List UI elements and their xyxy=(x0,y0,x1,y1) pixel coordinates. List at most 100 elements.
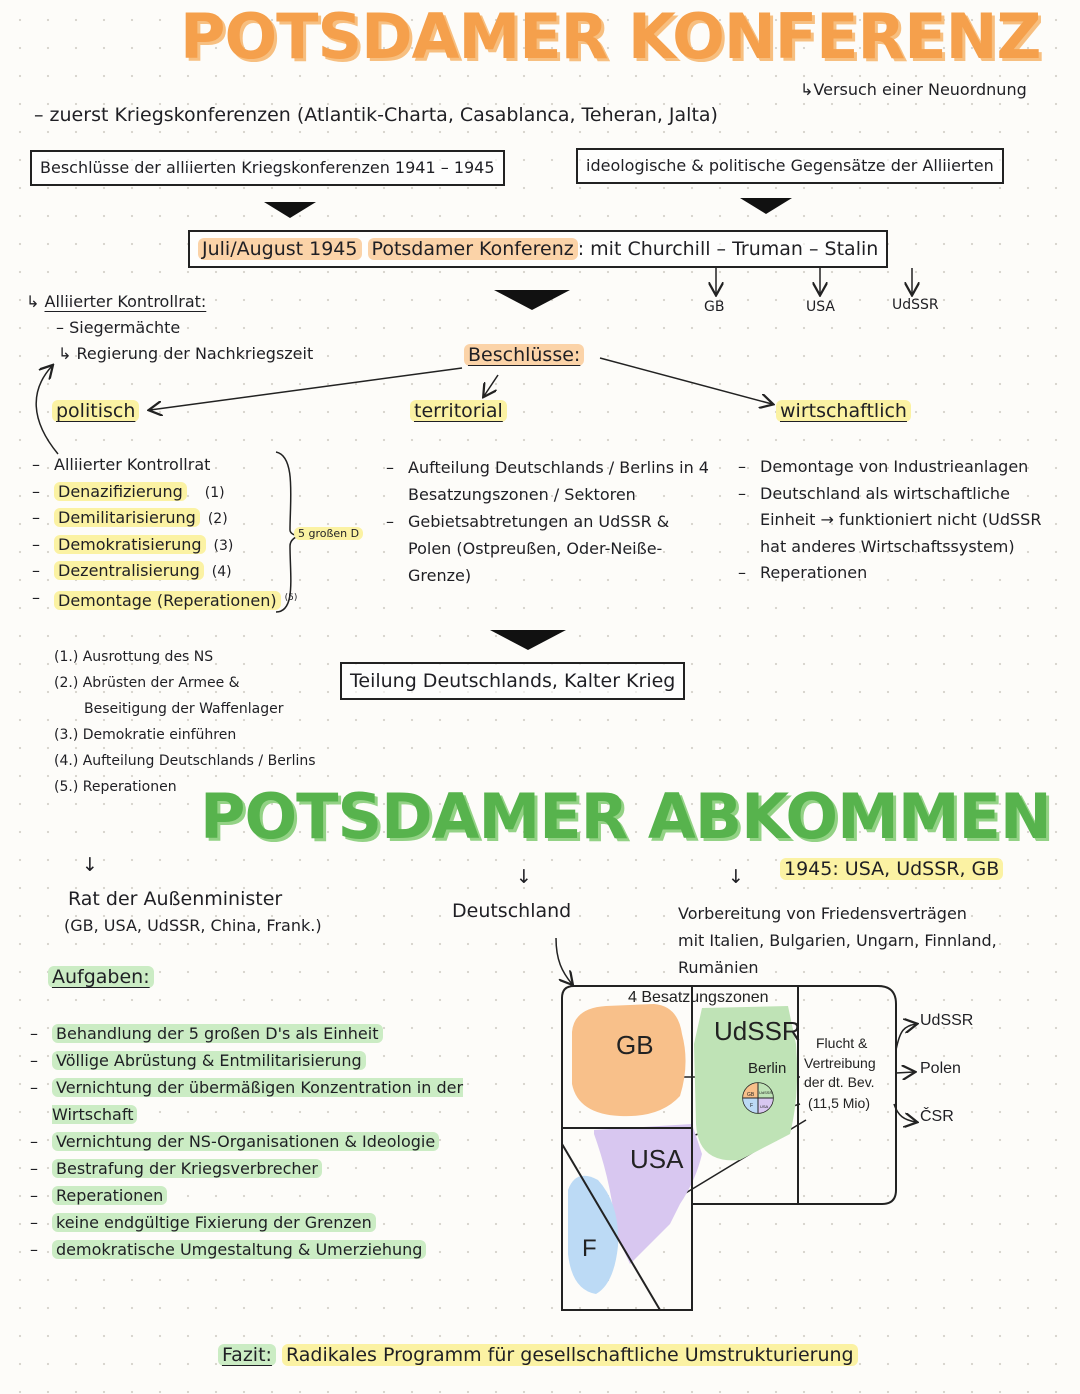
label-berlin: Berlin xyxy=(748,1060,786,1077)
footnote: Beseitigung der Waffenlager xyxy=(84,701,284,717)
zone-f-fill xyxy=(568,1175,619,1294)
conference-participants: mit Churchill – Truman – Stalin xyxy=(590,238,879,260)
abkommen-year: 1945: USA, UdSSR, GB xyxy=(780,856,1004,882)
intro-text: zuerst Kriegskonferenzen (Atlantik-Chart… xyxy=(49,104,718,126)
list-item: keine endgültige Fixierung der Grenzen xyxy=(30,1209,470,1236)
list-item: Völlige Abrüstung & Entmilitarisierung xyxy=(30,1047,470,1074)
country-gb: GB xyxy=(704,299,725,315)
five-d-label: 5 großen D xyxy=(294,526,364,542)
list-item: Vernichtung der NS-Organisationen & Ideo… xyxy=(30,1128,470,1155)
arrow-rat: ↓ xyxy=(82,854,98,876)
section-title-abkommen: POTSDAMER ABKOMMEN xyxy=(200,780,1052,853)
rat-heading: Rat der Außenminister xyxy=(68,888,283,910)
target-csr: ČSR xyxy=(920,1108,954,1125)
footnotes: (1.) Ausrottung des NS (2.) Abrüsten der… xyxy=(54,644,316,800)
zone-border xyxy=(561,1143,661,1311)
aufgaben-label: Aufgaben: xyxy=(48,966,154,988)
aufgabe-text: Reperationen xyxy=(52,1186,168,1205)
deutschland-label: Deutschland xyxy=(452,900,572,922)
politisch-list: Alliierter Kontrollrat Denazifizierung (1… xyxy=(32,452,297,614)
politisch-item-text: Demokratisierung xyxy=(54,534,206,554)
list-item: Vernichtung der übermäßigen Konzentratio… xyxy=(30,1074,470,1128)
down-triangle-teilung xyxy=(490,630,566,650)
aufgaben-list: Behandlung der 5 großen D's als Einheit … xyxy=(30,1020,470,1263)
target-polen: Polen xyxy=(920,1060,961,1077)
berlin-label-udssr: UdSSR xyxy=(759,1090,772,1095)
footnote: (5.) Reperationen xyxy=(54,779,177,795)
page-title: POTSDAMER KONFERENZ xyxy=(180,0,1041,73)
list-item: demokratische Umgestaltung & Umerziehung xyxy=(30,1236,470,1263)
zone-gb-fill xyxy=(572,1004,686,1117)
arrow-deutschland: ↓ xyxy=(516,866,532,888)
occupation-zones-map: 4 Besatzungszonen GB UdSSR USA F Berlin … xyxy=(561,985,897,1311)
rat-members: (GB, USA, UdSSR, China, Frank.) xyxy=(64,916,322,935)
aufgabe-text: Völlige Abrüstung & Entmilitarisierung xyxy=(52,1051,366,1070)
box-teilung: Teilung Deutschlands, Kalter Krieg xyxy=(340,662,686,700)
box-gegensaetze: ideologische & politische Gegensätze der… xyxy=(576,148,1004,184)
aufgabe-text: keine endgültige Fixierung der Grenzen xyxy=(52,1213,376,1232)
list-item: Reperationen xyxy=(738,560,1068,587)
politisch-item-num: (1) xyxy=(204,484,225,501)
berlin-label-usa: USA xyxy=(760,1104,769,1109)
list-item: Demontage (Reperationen)(5) xyxy=(32,585,297,615)
flucht-line: Vertreibung xyxy=(804,1055,876,1071)
down-triangle-center xyxy=(494,290,570,310)
kontrollrat-arrow: ↳ xyxy=(26,292,40,311)
label-usa: USA xyxy=(630,1144,684,1174)
heading-territorial: territorial xyxy=(410,398,507,424)
politisch-item-text: Alliierter Kontrollrat xyxy=(54,455,211,474)
politisch-item-text: Demilitarisierung xyxy=(54,508,200,527)
label-udssr: UdSSR xyxy=(714,1016,801,1046)
berlin-sector-udssr xyxy=(758,1083,773,1098)
down-triangle-left xyxy=(264,202,316,218)
politisch-item-num: (2) xyxy=(207,511,228,527)
territorial-list: Aufteilung Deutschlands / Berlins in 4 B… xyxy=(386,454,716,589)
aufgabe-text: Vernichtung der übermäßigen Konzentratio… xyxy=(52,1078,464,1124)
footnote: (2.) Abrüsten der Armee & xyxy=(54,675,240,691)
vorbereitung-line: Vorbereitung von Friedensverträgen xyxy=(678,904,967,923)
zone-udssr-fill xyxy=(694,1006,798,1161)
politisch-label: politisch xyxy=(52,400,140,422)
politisch-item-text: Denazifizierung xyxy=(54,481,187,501)
heading-wirtschaftlich: wirtschaftlich xyxy=(776,398,911,424)
aufgabe-text: demokratische Umgestaltung & Umerziehung xyxy=(52,1240,427,1259)
fazit: Fazit: Radikales Programm für gesellscha… xyxy=(218,1342,858,1368)
list-item: Alliierter Kontrollrat xyxy=(32,452,297,479)
conference-name: Potsdamer Konferenz xyxy=(367,238,578,260)
vorbereitung-line: mit Italien, Bulgarien, Ungarn, Finnland… xyxy=(678,931,997,950)
target-udssr: UdSSR xyxy=(920,1012,974,1029)
list-item: Reperationen xyxy=(30,1182,470,1209)
list-item: Behandlung der 5 großen D's als Einheit xyxy=(30,1020,470,1047)
list-item: Demilitarisierung (2) xyxy=(32,505,297,532)
germany-outline xyxy=(561,985,897,1311)
aufgabe-text: Bestrafung der Kriegsverbrecher xyxy=(52,1159,322,1178)
fazit-label: Fazit: xyxy=(218,1344,276,1366)
note-neuordnung: ↳Versuch einer Neuordnung xyxy=(800,80,1027,99)
list-item: Aufteilung Deutschlands / Berlins in 4 B… xyxy=(386,454,716,508)
kontrollrat-siegermaechte: – Siegermächte xyxy=(56,318,181,337)
politisch-item-text: Demontage (Reperationen) xyxy=(54,590,281,610)
conference-colon: : xyxy=(577,238,585,260)
politisch-item-num: (3) xyxy=(213,537,234,554)
vorbereitung-line: Rumänien xyxy=(678,958,759,977)
list-item: Bestrafung der Kriegsverbrecher xyxy=(30,1155,470,1182)
berlin-sector-gb xyxy=(743,1083,758,1098)
list-item: Demontage von Industrieanlagen xyxy=(738,454,1068,481)
flucht-line: (11,5 Mio) xyxy=(808,1095,870,1111)
berlin-sector-f xyxy=(743,1098,758,1113)
list-item: Deutschland als wirtschaftliche Einheit … xyxy=(738,481,1068,561)
kontrollrat-heading: ↳ Alliierter Kontrollrat: xyxy=(26,290,206,314)
down-triangle-right xyxy=(740,198,792,214)
kontrollrat-label: Alliierter Kontrollrat: xyxy=(44,292,207,311)
kontrollrat-regierung: ↳ Regierung der Nachkriegszeit xyxy=(58,344,314,363)
aufgabe-text: Behandlung der 5 großen D's als Einheit xyxy=(52,1024,383,1043)
politisch-item-text: Dezentralisierung xyxy=(54,561,204,580)
politisch-item-num: (4) xyxy=(211,564,232,580)
label-gb: GB xyxy=(616,1030,654,1060)
zone-usa-fill xyxy=(594,1124,702,1264)
flucht-line: Flucht & xyxy=(816,1035,868,1051)
berlin-label-f: F xyxy=(750,1103,753,1109)
conference-date: Juli/August 1945 xyxy=(198,238,362,260)
fazit-text: Radikales Programm für gesellschaftliche… xyxy=(281,1344,858,1366)
berlin-label-gb: GB xyxy=(747,1092,755,1098)
